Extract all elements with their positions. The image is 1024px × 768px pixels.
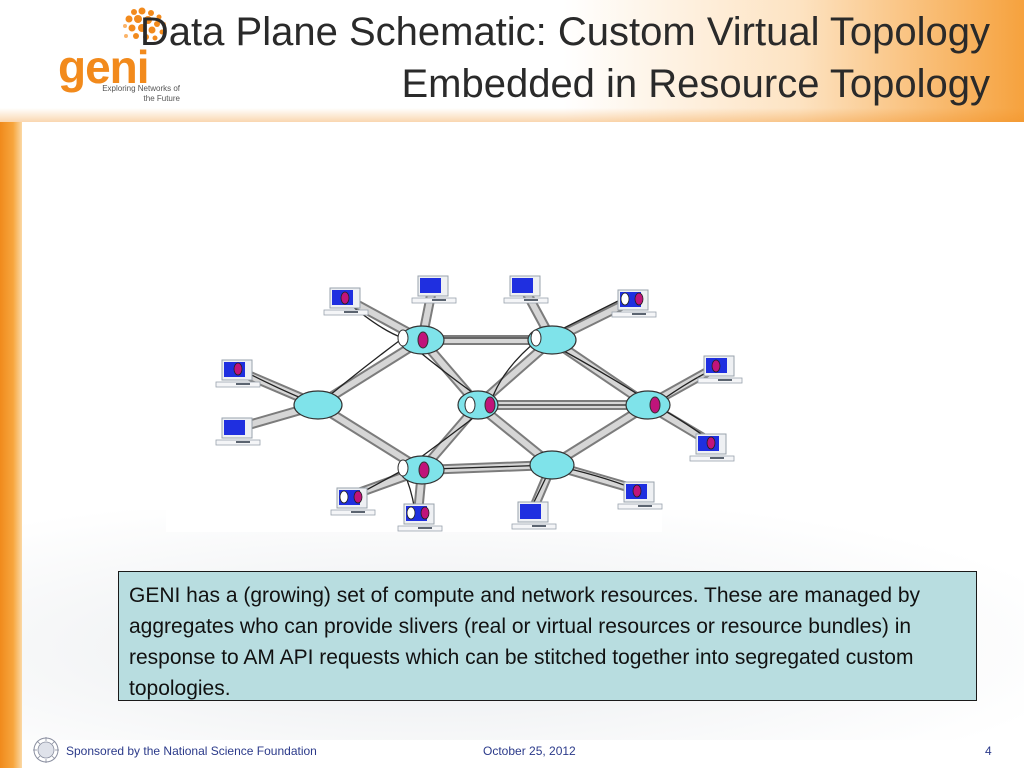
logo-wordmark: geni — [58, 41, 150, 93]
footer-page-number: 4 — [985, 744, 992, 758]
host-pc-5 — [215, 359, 261, 388]
host-pc-8 — [689, 433, 735, 462]
title-banner — [0, 0, 1024, 122]
virtual-node-marker — [484, 396, 496, 414]
virtual-port-marker — [397, 329, 409, 347]
footer-sponsor: Sponsored by the National Science Founda… — [66, 744, 317, 758]
description-box: GENI has a (growing) set of compute and … — [118, 571, 977, 701]
host-pc-2 — [411, 275, 457, 304]
virtual-port-marker — [530, 329, 542, 347]
switch-node-west — [293, 390, 343, 420]
virtual-node-marker — [418, 461, 430, 479]
nsf-seal-icon — [33, 737, 59, 763]
host-pc-1 — [323, 287, 369, 316]
host-pc-11 — [511, 501, 557, 530]
virtual-port-marker — [397, 459, 409, 477]
title-banner-shade — [0, 108, 1024, 122]
left-accent-bar — [0, 0, 22, 768]
footer-date: October 25, 2012 — [483, 744, 576, 758]
switch-node-east — [625, 390, 671, 420]
switch-node-south-east — [529, 450, 575, 480]
geni-logo-icon — [123, 7, 166, 41]
network-topology-diagram — [215, 275, 743, 532]
host-pc-12 — [617, 481, 663, 510]
host-pc-4 — [611, 289, 657, 318]
host-pc-7 — [697, 355, 743, 384]
host-pc-10 — [397, 503, 443, 532]
logo-tagline: Exploring Networks of the Future — [102, 84, 180, 103]
virtual-node-marker — [649, 396, 661, 414]
host-pc-9 — [330, 487, 376, 516]
virtual-node-marker — [417, 331, 429, 349]
host-pc-3 — [503, 275, 549, 304]
virtual-port-marker — [464, 396, 476, 414]
slide-title: Data Plane Schematic: Custom Virtual Top… — [139, 10, 990, 106]
